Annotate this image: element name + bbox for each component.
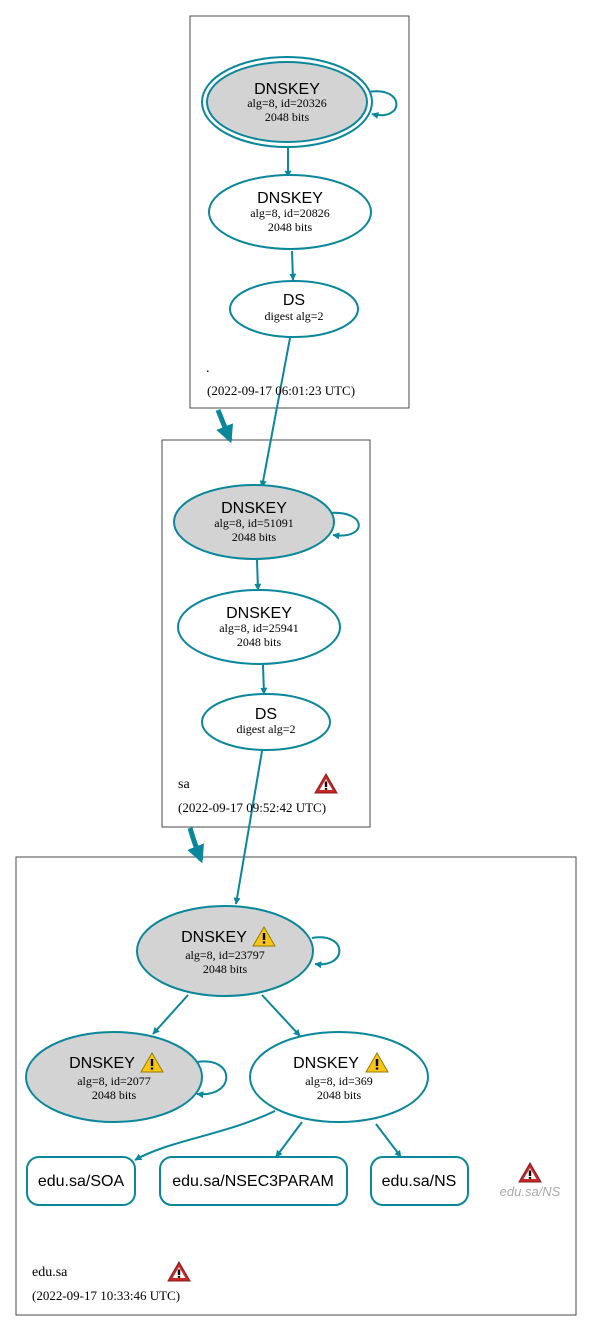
edu-key2077-bits: 2048 bits [92, 1088, 137, 1102]
root-ds-digest: digest alg=2 [264, 309, 323, 323]
sa-zone-date: (2022-09-17 09:52:42 UTC) [178, 800, 326, 815]
root-ksk-node: DNSKEY alg=8, id=20326 2048 bits [201, 56, 373, 148]
sa-zsk-title: DNSKEY [226, 605, 292, 622]
self-sign-edge-edu-ksk [311, 936, 341, 969]
edge-edu-ksk-zsk [261, 994, 301, 1037]
edu-ksk-bits: 2048 bits [203, 962, 248, 976]
edu-ksk-alg: alg=8, id=23797 [185, 948, 265, 962]
sa-zsk-node: DNSKEY alg=8, id=25941 2048 bits [177, 589, 341, 665]
edu-key2077-node: DNSKEY alg=8, id=2077 2048 bits [25, 1031, 203, 1123]
delegation-arrow-sa-edu [187, 827, 205, 864]
edge-edu-zsk-soa [134, 1110, 276, 1161]
edu-zsk-title: DNSKEY [293, 1055, 359, 1072]
root-ds-title: DS [283, 292, 305, 309]
sa-ksk-bits: 2048 bits [232, 530, 277, 544]
sa-zone-name: sa [178, 777, 190, 792]
root-zsk-title: DNSKEY [257, 190, 323, 207]
edu-ns-ghost-label: edu.sa/NS [500, 1184, 561, 1199]
edu-ksk-title: DNSKEY [181, 929, 247, 946]
edge-root-ds-sa-ksk [259, 337, 291, 488]
sa-ksk-alg: alg=8, id=51091 [214, 516, 294, 530]
self-sign-edge-sa-ksk [328, 511, 360, 540]
rrset-ns: edu.sa/NS [370, 1156, 469, 1206]
edge-root-zsk-ds [289, 250, 297, 281]
sa-ksk-title: DNSKEY [221, 500, 287, 517]
root-ds-node: DS digest alg=2 [229, 280, 359, 338]
sa-zsk-alg: alg=8, id=25941 [219, 621, 299, 635]
edge-sa-ksk-zsk [254, 559, 262, 591]
self-sign-edge-root-ksk [368, 90, 398, 119]
edu-zone-date: (2022-09-17 10:33:46 UTC) [32, 1288, 180, 1303]
edu-zsk-bits: 2048 bits [317, 1088, 362, 1102]
root-ksk-title: DNSKEY [254, 81, 320, 98]
root-ksk-bits: 2048 bits [265, 110, 310, 124]
self-sign-edge-edu-key2077 [196, 1060, 228, 1099]
edu-zone-name: edu.sa [32, 1265, 68, 1280]
rrset-ns-label: edu.sa/NS [382, 1173, 457, 1190]
rrset-nsec3param: edu.sa/NSEC3PARAM [159, 1156, 348, 1206]
edu-ksk-node: DNSKEY alg=8, id=23797 2048 bits [136, 905, 314, 997]
edge-edu-ksk-key2077 [152, 994, 189, 1035]
sa-ds-digest: digest alg=2 [236, 722, 295, 736]
sa-zsk-bits: 2048 bits [237, 635, 282, 649]
sa-ds-node: DS digest alg=2 [201, 693, 331, 751]
delegation-arrow-root-sa [215, 409, 234, 444]
edu-zsk-alg: alg=8, id=369 [305, 1074, 373, 1088]
edge-sa-ds-edu-ksk [233, 750, 263, 905]
edge-edu-zsk-nsec3param [275, 1121, 303, 1158]
root-zsk-bits: 2048 bits [268, 220, 313, 234]
rrset-soa-label: edu.sa/SOA [38, 1173, 125, 1190]
edu-zsk-node: DNSKEY alg=8, id=369 2048 bits [249, 1031, 429, 1123]
edu-key2077-title: DNSKEY [69, 1055, 135, 1072]
root-zsk-node: DNSKEY alg=8, id=20826 2048 bits [208, 174, 372, 250]
root-zone-name: . [206, 361, 210, 376]
sa-ds-title: DS [255, 706, 277, 723]
edu-key2077-alg: alg=8, id=2077 [77, 1074, 151, 1088]
rrset-soa: edu.sa/SOA [26, 1156, 136, 1206]
edge-sa-zsk-ds [260, 664, 268, 695]
edge-edu-zsk-ns [375, 1123, 402, 1158]
root-zone-date: (2022-09-17 06:01:23 UTC) [207, 383, 355, 398]
rrset-nsec3param-label: edu.sa/NSEC3PARAM [172, 1173, 334, 1190]
root-zsk-alg: alg=8, id=20826 [250, 206, 330, 220]
root-ksk-alg: alg=8, id=20326 [247, 96, 327, 110]
sa-ksk-node: DNSKEY alg=8, id=51091 2048 bits [173, 484, 335, 560]
